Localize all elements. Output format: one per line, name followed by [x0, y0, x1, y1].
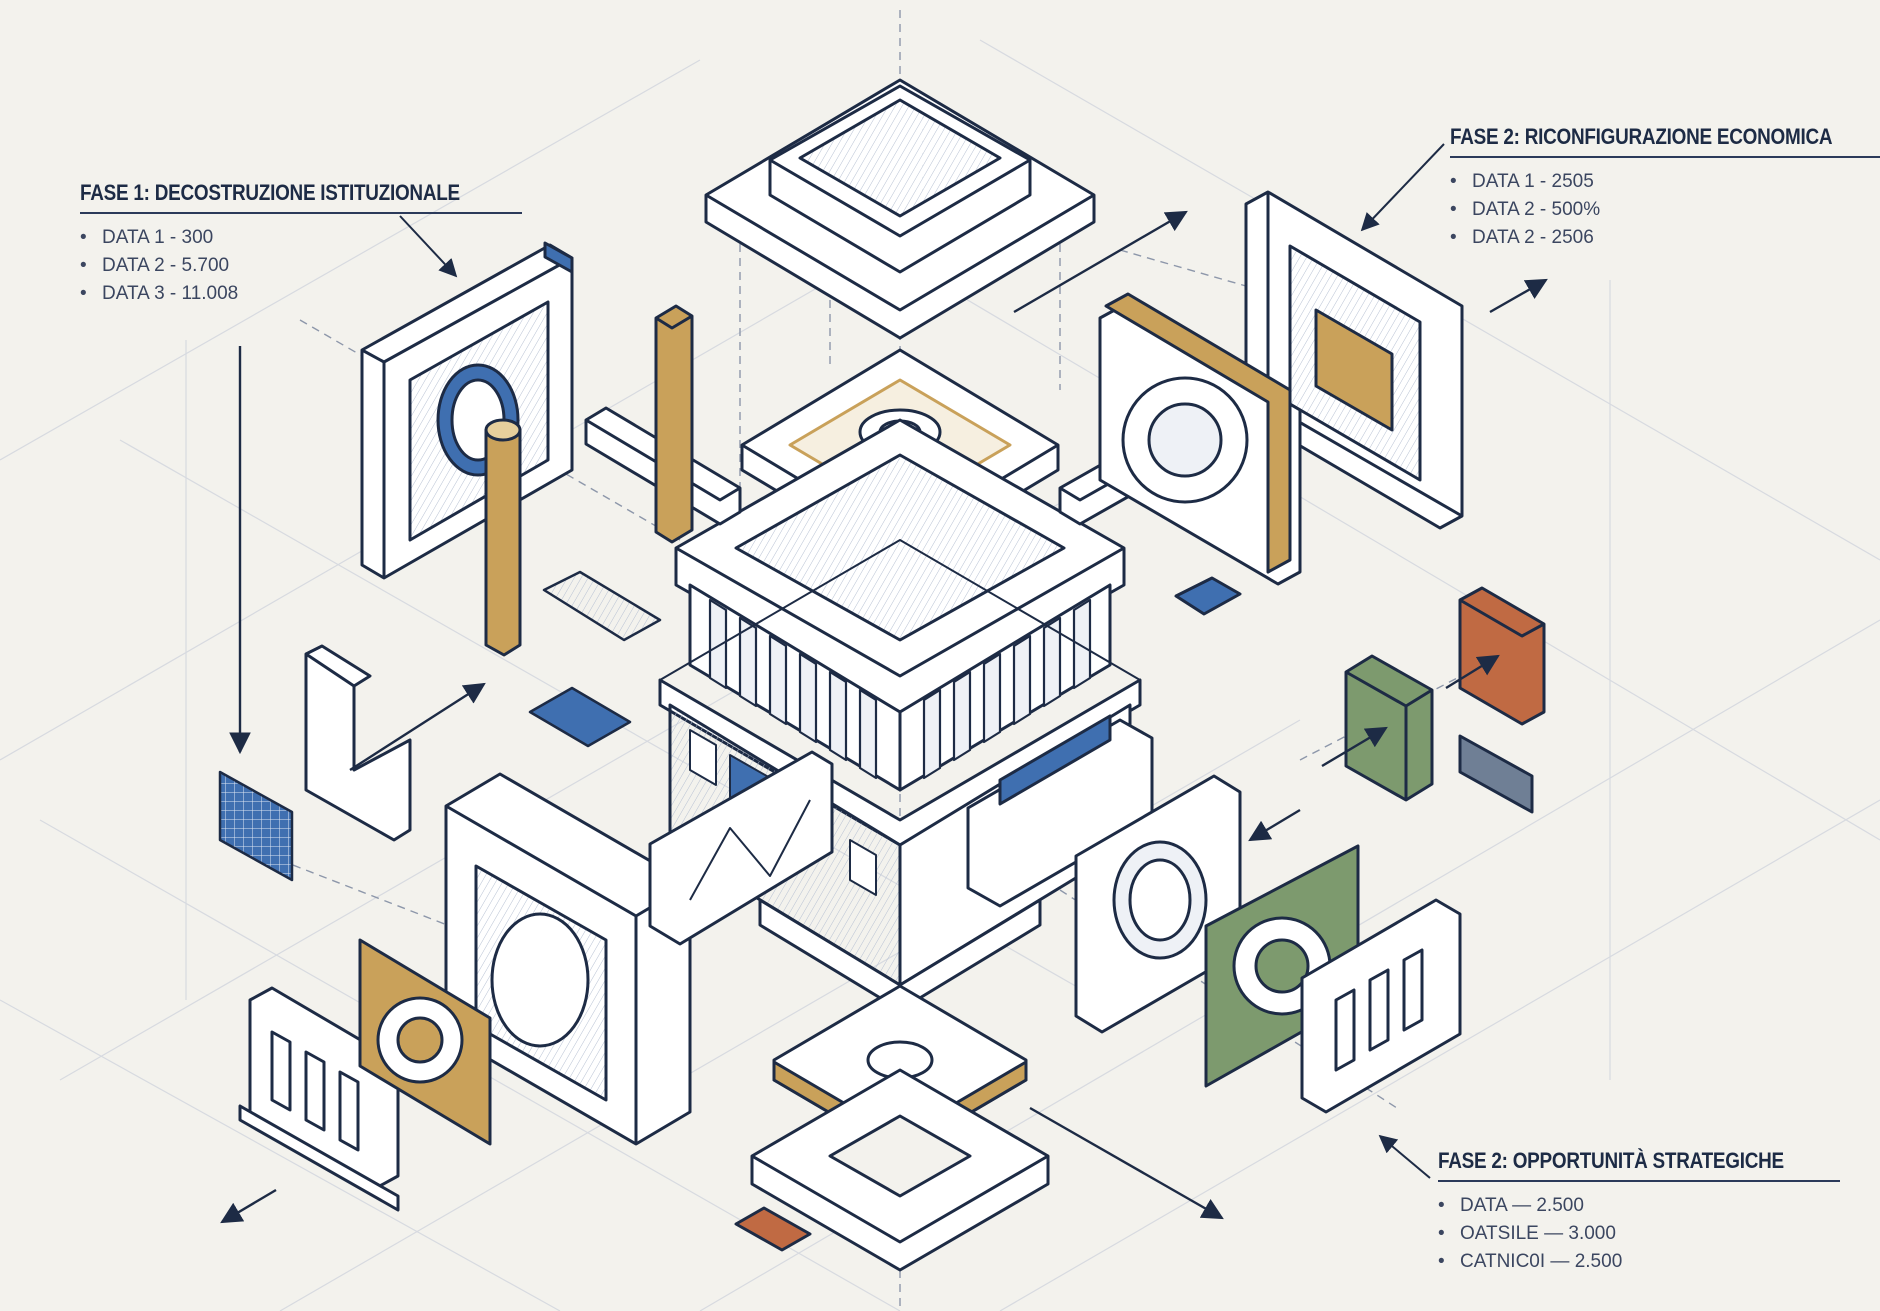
callout-fase1-title: FASE 1: DECOSTRUZIONE ISTITUZIONALE	[80, 180, 460, 206]
callout-fase2-economica: FASE 2: RICONFIGURAZIONE ECONOMICA •DATA…	[1450, 124, 1880, 252]
list-item: •DATA 1 - 2505	[1450, 168, 1880, 196]
callout-fase2-economica-title: FASE 2: RICONFIGURAZIONE ECONOMICA	[1450, 124, 1832, 150]
list-item: •OATSILE — 3.000	[1438, 1220, 1838, 1248]
list-item: •DATA 3 - 11.008	[80, 280, 520, 308]
callout-fase2-economica-list: •DATA 1 - 2505 •DATA 2 - 500% •DATA 2 - …	[1450, 168, 1880, 252]
list-item: •CATNIC0I — 2.500	[1438, 1248, 1838, 1276]
callout-fase2-opportunita: FASE 2: OPPORTUNITÀ STRATEGICHE •DATA — …	[1438, 1148, 1838, 1276]
callout-fase1: FASE 1: DECOSTRUZIONE ISTITUZIONALE •DAT…	[80, 180, 520, 308]
list-item: •DATA — 2.500	[1438, 1192, 1838, 1220]
right-colored-cubes	[1176, 578, 1544, 812]
callout-fase2-opportunita-title: FASE 2: OPPORTUNITÀ STRATEGICHE	[1438, 1148, 1784, 1174]
list-item: •DATA 2 - 500%	[1450, 196, 1880, 224]
list-item: •DATA 2 - 2506	[1450, 224, 1880, 252]
callout-fase2-opportunita-list: •DATA — 2.500 •OATSILE — 3.000 •CATNIC0I…	[1438, 1192, 1838, 1276]
list-item: •DATA 1 - 300	[80, 224, 520, 252]
l-bracket	[306, 646, 410, 840]
callout-fase1-list: •DATA 1 - 300 •DATA 2 - 5.700 •DATA 3 - …	[80, 224, 520, 308]
list-item: •DATA 2 - 5.700	[80, 252, 520, 280]
bottom-base-frame	[736, 1070, 1048, 1270]
